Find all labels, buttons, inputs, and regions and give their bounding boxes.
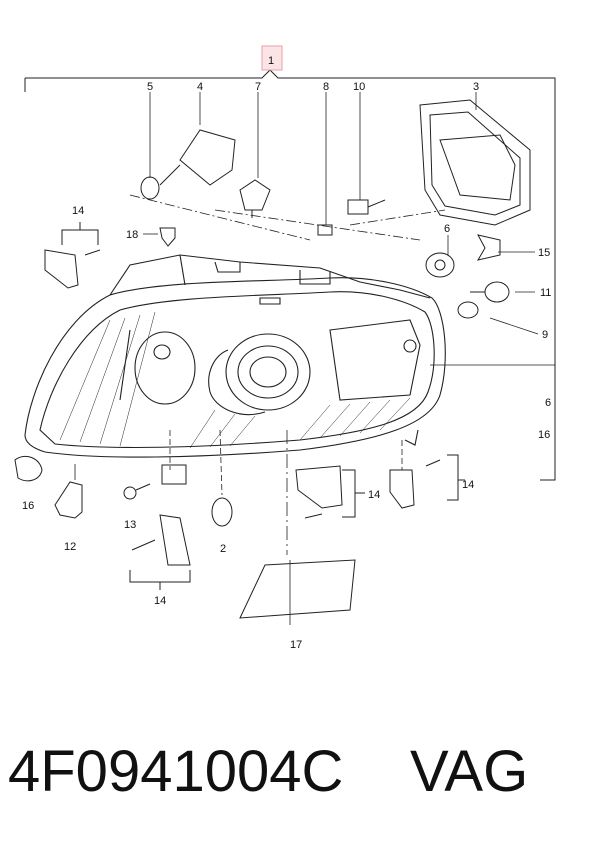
callout-14-left: 14 xyxy=(72,205,84,217)
callout-4: 4 xyxy=(197,81,203,93)
part-number: 4F0941004C xyxy=(8,739,344,804)
callout-14-right: 14 xyxy=(462,479,474,491)
callout-16-left: 16 xyxy=(22,500,34,512)
grommet-part-2 xyxy=(211,497,233,527)
callout-9: 9 xyxy=(542,329,548,341)
right-bracket xyxy=(389,459,441,509)
lower-plate xyxy=(159,514,191,566)
callout-11: 11 xyxy=(540,287,551,299)
callout-2: 2 xyxy=(220,543,226,555)
bulb-socket-part-10 xyxy=(347,199,386,215)
callout-3: 3 xyxy=(473,81,479,93)
callout-12: 12 xyxy=(64,541,76,553)
callout-14-bottom: 14 xyxy=(154,595,166,607)
callout-7: 7 xyxy=(255,81,261,93)
callout-17: 17 xyxy=(290,639,302,651)
lens-sheet-part-17 xyxy=(239,559,356,619)
clip-part-12 xyxy=(54,481,83,519)
bracket-14-right xyxy=(447,454,465,501)
callout-16-right: 16 xyxy=(538,429,550,441)
callout-10: 10 xyxy=(353,81,365,93)
callout-15: 15 xyxy=(538,247,550,259)
callout-6-top: 6 xyxy=(444,223,450,235)
bracket-14-left xyxy=(61,222,99,245)
bulb-part-7 xyxy=(239,179,271,218)
callout-1: 1 xyxy=(268,55,274,67)
callout-1-highlight xyxy=(261,45,283,71)
plug-part-18 xyxy=(159,227,176,247)
bracket-14-bottom xyxy=(129,570,191,590)
brand-label: VAG xyxy=(410,739,529,804)
callout-18: 18 xyxy=(126,229,138,241)
callout-5: 5 xyxy=(147,81,153,93)
assembly-bracket xyxy=(24,69,556,481)
callout-6-right: 6 xyxy=(545,397,551,409)
bulb-part-6 xyxy=(425,252,455,278)
small-bulb-part-8 xyxy=(317,224,333,236)
cap-part-16 xyxy=(14,455,43,482)
bracket-part-14-left xyxy=(44,249,101,289)
screw-part-13 xyxy=(123,483,151,500)
leader-lines xyxy=(74,92,555,625)
cover-frame-part-3 xyxy=(419,99,531,226)
center-bracket xyxy=(295,465,343,519)
seal-ring-part-5 xyxy=(140,176,160,200)
wedge-part-15 xyxy=(476,234,501,261)
lower-bracket xyxy=(161,464,187,485)
callout-13: 13 xyxy=(124,519,136,531)
bulb-part-11 xyxy=(470,281,510,303)
headlight-housing xyxy=(24,254,446,458)
headlight-exploded-diagram: 1 5 4 7 8 10 3 14 18 6 15 11 9 6 16 16 1… xyxy=(14,45,556,651)
callout-14-center: 14 xyxy=(368,489,380,501)
callout-8: 8 xyxy=(323,81,329,93)
bracket-14-center xyxy=(342,469,365,518)
adjuster-motor-part-4 xyxy=(159,129,236,186)
bulb-part-9 xyxy=(457,301,479,319)
